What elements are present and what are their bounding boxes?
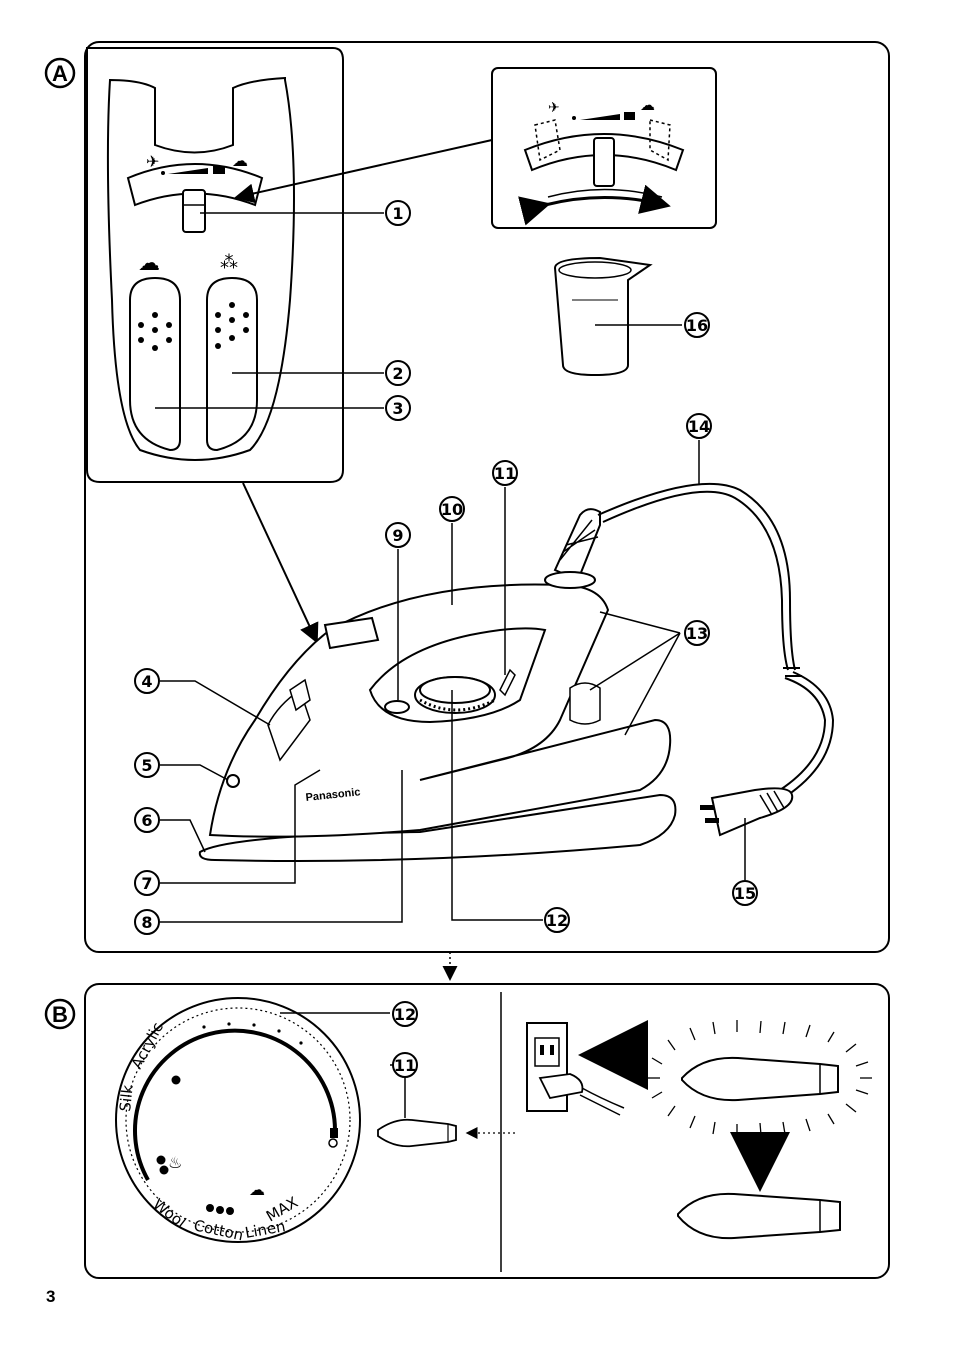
svg-text:10: 10	[441, 500, 463, 519]
callout-14: 14	[687, 414, 711, 438]
svg-text:14: 14	[688, 417, 710, 436]
svg-text:12: 12	[394, 1005, 416, 1024]
no-steam-icon: ✈	[548, 99, 560, 115]
page-number: 3	[46, 1287, 55, 1307]
no-steam-icon: ✈	[146, 154, 159, 171]
shot-steam-icon: ☁	[138, 250, 160, 275]
measuring-cup	[555, 258, 650, 375]
temperature-dial-detail: ♨ ☁ Acrylic Silk Wool Cotton Linen MAX	[116, 998, 360, 1244]
max-steam-icon: ☁	[249, 1182, 265, 1199]
section-label-a: A	[52, 61, 68, 86]
regulator-detail-inset: ✈ ☁	[492, 68, 716, 228]
svg-text:9: 9	[392, 526, 403, 545]
section-label-b: B	[52, 1002, 68, 1027]
svg-text:3: 3	[392, 399, 403, 418]
shot-button[interactable]	[130, 278, 180, 450]
svg-text:1: 1	[392, 204, 403, 223]
callout-2: 2	[386, 361, 410, 385]
max-steam-icon: ☁	[640, 97, 655, 114]
panel-a: A ✈ ☁ ☁ ⁂	[46, 42, 889, 952]
svg-text:12: 12	[546, 911, 568, 930]
svg-text:7: 7	[141, 874, 152, 893]
svg-text:5: 5	[141, 756, 152, 775]
callout-13: 13	[685, 621, 709, 645]
svg-text:11: 11	[494, 464, 516, 483]
lamp-off	[678, 1194, 840, 1238]
svg-text:11: 11	[394, 1056, 416, 1075]
panel-b: B ♨ ☁ Acrylic Silk Wool Cotton Linen MAX	[46, 984, 889, 1278]
callout-10: 10	[440, 497, 464, 521]
steam-icon: ♨	[168, 1155, 182, 1172]
svg-text:15: 15	[734, 884, 756, 903]
control-panel-inset: ✈ ☁ ☁ ⁂	[87, 48, 343, 482]
power-plug	[700, 788, 792, 835]
wall-outlet	[527, 1023, 624, 1115]
svg-text:6: 6	[141, 811, 152, 830]
steam-iron: Panasonic	[200, 509, 676, 861]
callout-1: 1	[386, 201, 410, 225]
callout-6: 6	[135, 808, 159, 832]
callout-11-b: 11	[393, 1053, 417, 1077]
section-marker-a: A	[46, 59, 74, 87]
callout-9: 9	[386, 523, 410, 547]
temperature-dial[interactable]	[415, 677, 495, 713]
dial-label-silk: Silk	[116, 1084, 137, 1113]
callout-7: 7	[135, 871, 159, 895]
max-steam-icon: ☁	[232, 153, 248, 170]
svg-text:16: 16	[686, 316, 708, 335]
spray-button[interactable]	[207, 278, 257, 450]
callout-5: 5	[135, 753, 159, 777]
svg-text:8: 8	[141, 913, 152, 932]
callout-12-b: 12	[393, 1002, 417, 1026]
spray-nozzle	[227, 775, 239, 787]
callout-16: 16	[685, 313, 709, 337]
callout-3: 3	[386, 396, 410, 420]
callout-15: 15	[733, 881, 757, 905]
callout-12: 12	[545, 908, 569, 932]
temperature-lamp-detail	[378, 1120, 456, 1147]
section-marker-b: B	[46, 1000, 74, 1028]
svg-text:13: 13	[686, 624, 708, 643]
svg-text:4: 4	[141, 672, 152, 691]
svg-text:2: 2	[392, 364, 403, 383]
spray-icon: ⁂	[220, 252, 238, 272]
callout-4: 4	[135, 669, 159, 693]
callout-8: 8	[135, 910, 159, 934]
callout-11: 11	[493, 461, 517, 485]
lamp-on	[648, 1020, 872, 1136]
